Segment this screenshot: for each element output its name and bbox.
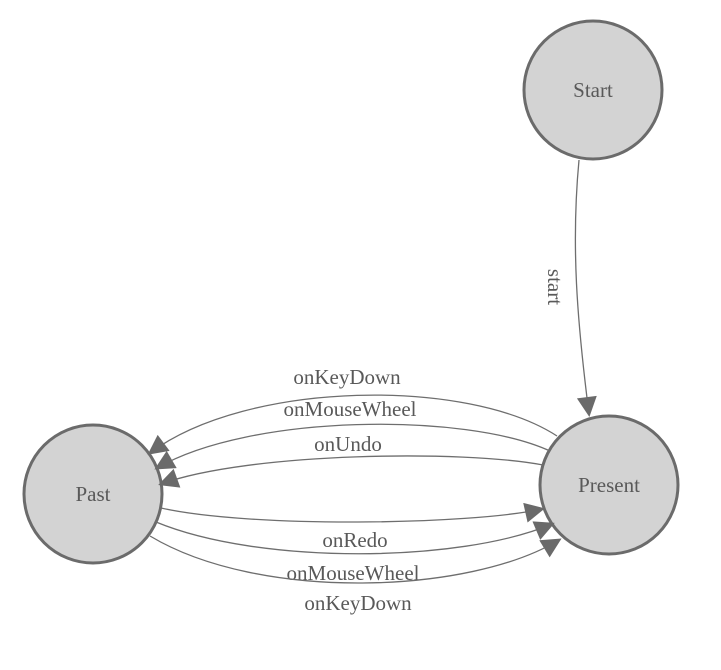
edge-present-to-past-onkeydown: onKeyDown	[147, 365, 558, 455]
edge-label-onmousewheel-top: onMouseWheel	[284, 397, 417, 421]
edge-present-to-past-onkeydown-line	[147, 394, 558, 455]
node-past-circle	[22, 423, 164, 565]
edge-past-to-present-onmousewheel-line	[155, 521, 555, 555]
node-start-circle	[522, 19, 664, 161]
edge-present-to-past-onundo-line	[158, 455, 544, 488]
node-present-circle	[538, 414, 680, 556]
node-present: Present	[538, 414, 680, 556]
edge-start-to-present-line	[574, 159, 597, 417]
edge-label-onkeydown-top: onKeyDown	[293, 365, 401, 389]
node-start-label: Start	[573, 78, 613, 102]
edge-label-onkeydown-bottom: onKeyDown	[304, 591, 412, 615]
node-past-label: Past	[75, 482, 110, 506]
edge-present-to-past-onmousewheel-line	[154, 423, 551, 470]
edge-past-to-present-onkeydown: onKeyDown	[149, 535, 562, 615]
node-present-label: Present	[578, 473, 640, 497]
edge-present-to-past-onmousewheel: onMouseWheel	[154, 397, 551, 470]
edge-start-to-present: start	[543, 159, 597, 417]
edge-past-to-present-onkeydown-line	[149, 535, 562, 584]
node-past: Past	[22, 423, 164, 565]
edge-label-onundo: onUndo	[314, 432, 382, 456]
edge-past-to-present-onredo-line	[160, 502, 545, 523]
edge-label-start: start	[543, 269, 567, 305]
node-start: Start	[522, 19, 664, 161]
edge-label-onredo: onRedo	[322, 528, 387, 552]
edge-present-to-past-onundo: onUndo	[158, 432, 544, 488]
edge-past-to-present-onredo: onRedo	[160, 502, 545, 552]
